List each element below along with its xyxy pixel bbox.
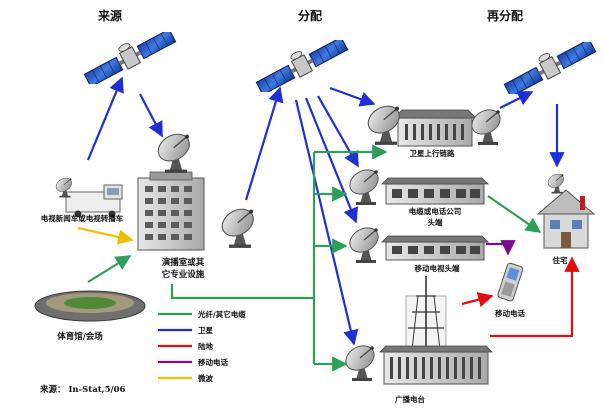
uplink-dish-right-icon [468,106,506,146]
label-stadium: 体育馆/会场 [57,331,103,342]
link-studio-trunk [170,284,314,300]
home-dish-icon [546,172,567,194]
link-van-to-studio-microwave [77,226,134,245]
label-news-van: 电视新闻车或电视转播车 [41,213,124,223]
link-uplink-to-redistribution-satellite [499,91,534,109]
legend-label-mobile: 移动电话 [198,357,228,367]
stadium-icon [34,290,146,322]
label-mobile-headend: 移动电视头端 [415,263,460,273]
broadcast-station-icon [379,276,493,385]
link-dist-sat-to-mobile-headend [304,97,358,224]
mobile-headend-icon [381,235,489,261]
news-van-icon [65,184,123,218]
satellite-icon-source [80,32,178,84]
label-studio-line1: 演播室或其 [162,257,205,268]
header-distribution: 分配 [298,8,322,23]
link-dist-sat-to-cable [317,95,359,168]
link-dist-sat-to-uplink [329,86,376,107]
link-dist-sat-to-broadcast [294,99,359,346]
studio-side-dish-icon [218,205,259,249]
home-icon [536,189,596,249]
label-home: 住宅 [553,255,568,265]
source-note: 来源： In-Stat,5/06 [39,384,126,395]
link-studio-to-distribution-satellite [244,86,284,201]
label-satellite-uplink: 卫星上行链路 [410,148,455,158]
label-cable-line2: 头端 [428,217,443,227]
link-source-satellite-to-studio [139,93,163,138]
link-van-to-source-satellite [86,76,124,161]
label-studio-line2: 它专业设施 [162,269,205,280]
cable-headend-icon [381,177,489,205]
label-cable-line1: 电缆或电话公司 [409,206,462,216]
link-mobile-headend-to-phone [486,240,516,256]
link-cable-to-home [487,195,542,233]
mobile-headend-dish-icon [346,224,384,264]
label-broadcast-station: 广播电台 [395,394,425,404]
legend-label-terrestrial: 陆地 [198,341,213,351]
link-broadcast-to-home [490,256,580,338]
legend-label-fiber: 光纤/其它电缆 [197,309,246,319]
broadcast-dish-icon [342,342,380,382]
uplink-building-icon [393,109,477,147]
legend: 光纤/其它电缆 卫星 陆地 移动电话 微波 [158,309,246,383]
satellite-icon-distribution [252,40,350,92]
header-redistribution: 再分配 [487,8,523,23]
header-source: 来源 [97,8,122,23]
link-broadcast-to-phone [461,292,494,308]
legend-label-satellite: 卫星 [198,325,213,335]
satellite-icon-redistribution [500,42,598,94]
studio-building-icon [137,171,205,251]
legend-label-microwave: 微波 [197,373,213,383]
cable-dish-icon [346,166,384,206]
label-mobile-phone: 移动电话 [495,308,525,318]
link-stadium-to-studio [87,255,132,283]
mobile-phone-icon [497,262,524,302]
studio-dish-icon [154,130,195,174]
